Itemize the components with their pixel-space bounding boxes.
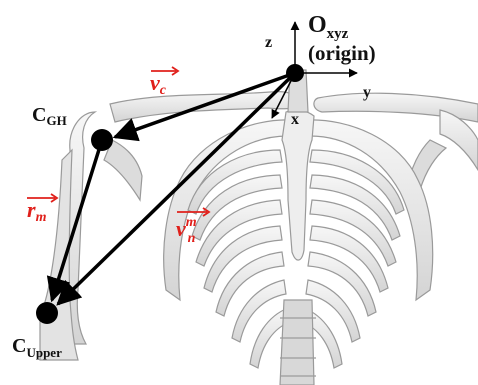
svg-text:rm: rm [27, 197, 47, 225]
x-axis-label: x [291, 111, 299, 128]
z-axis-label: z [265, 34, 272, 51]
vc-label: vc [150, 67, 178, 98]
origin-note: (origin) [308, 41, 376, 65]
svg-text:vc: vc [150, 70, 167, 98]
y-axis-label: y [363, 84, 371, 101]
rm-label: rm [27, 194, 57, 225]
gh-label: CGH [32, 104, 67, 128]
upper-point [36, 302, 58, 324]
origin-label: Oxyz [308, 12, 349, 42]
skeleton-illustration [40, 70, 478, 385]
